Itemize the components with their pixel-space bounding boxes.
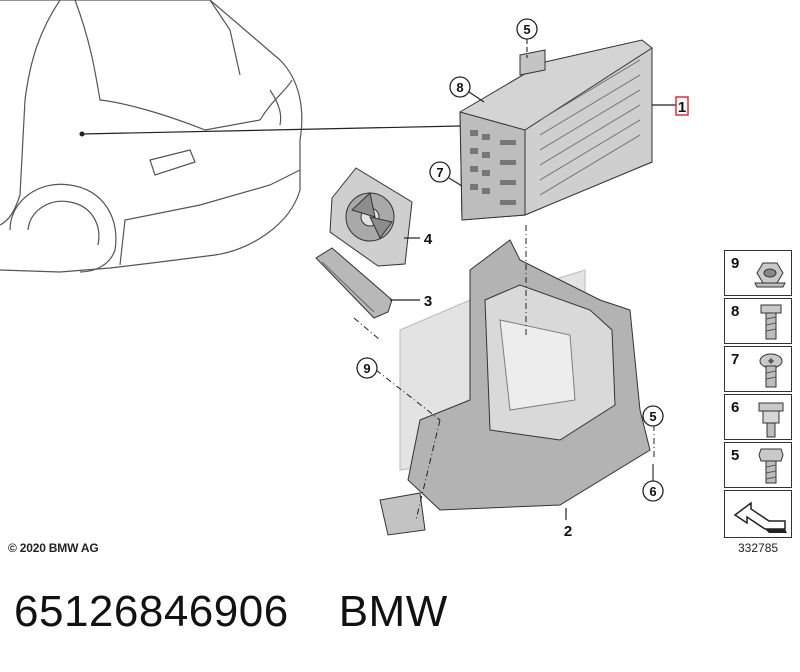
- legend-item-6: 6: [724, 394, 792, 440]
- hex-bolt-icon: [758, 448, 784, 484]
- fan: [329, 167, 413, 267]
- callout-2: 2: [564, 523, 572, 540]
- svg-text:8: 8: [456, 80, 463, 95]
- holder: [315, 247, 393, 319]
- copyright-text: © 2020 BMW AG: [8, 541, 99, 555]
- callout-3: 3: [424, 293, 432, 310]
- leader-car: [81, 125, 461, 135]
- brand-name: BMW: [338, 587, 448, 636]
- svg-text:9: 9: [363, 361, 370, 376]
- assembly-lines: [353, 225, 655, 521]
- callout-4: 4: [424, 231, 433, 248]
- svg-text:5: 5: [649, 409, 656, 424]
- callout-1: 1: [678, 99, 686, 116]
- hex-flange-nut-icon: [754, 262, 786, 288]
- legend-item-5: 5: [724, 442, 792, 488]
- legend-item-7: 7: [724, 346, 792, 392]
- legend-item-8: 8: [724, 298, 792, 344]
- car-rear-outline: [0, 0, 303, 273]
- callout-6: 6: [642, 464, 664, 502]
- control-module: [459, 39, 653, 221]
- part-number: 65126846906: [14, 587, 289, 636]
- svg-text:7: 7: [436, 165, 443, 180]
- torx-bolt-icon: [759, 353, 783, 388]
- part-caption: 65126846906 BMW: [14, 587, 448, 637]
- callout-5-top: 5: [516, 18, 538, 58]
- bent-arrow-icon: [733, 501, 787, 533]
- legend-arrow-box: [724, 490, 792, 538]
- legend-item-9: 9: [724, 250, 792, 296]
- callout-5-right: 5: [642, 405, 664, 427]
- callout-1-highlight: [675, 96, 689, 116]
- spacer-bolt-icon: [758, 402, 784, 438]
- svg-text:6: 6: [649, 484, 656, 499]
- svg-text:5: 5: [523, 22, 530, 37]
- diagram-id: 332785: [738, 541, 779, 555]
- parts-diagram: 5 8 7 9 5 6 1 4 3 2: [0, 0, 689, 540]
- callout-8: 8: [449, 76, 485, 103]
- callout-7: 7: [429, 161, 463, 187]
- support-bracket: [379, 239, 651, 536]
- callout-9: 9: [356, 357, 378, 379]
- leader-car-dot: [79, 131, 85, 137]
- hex-socket-bolt-icon: [760, 304, 782, 340]
